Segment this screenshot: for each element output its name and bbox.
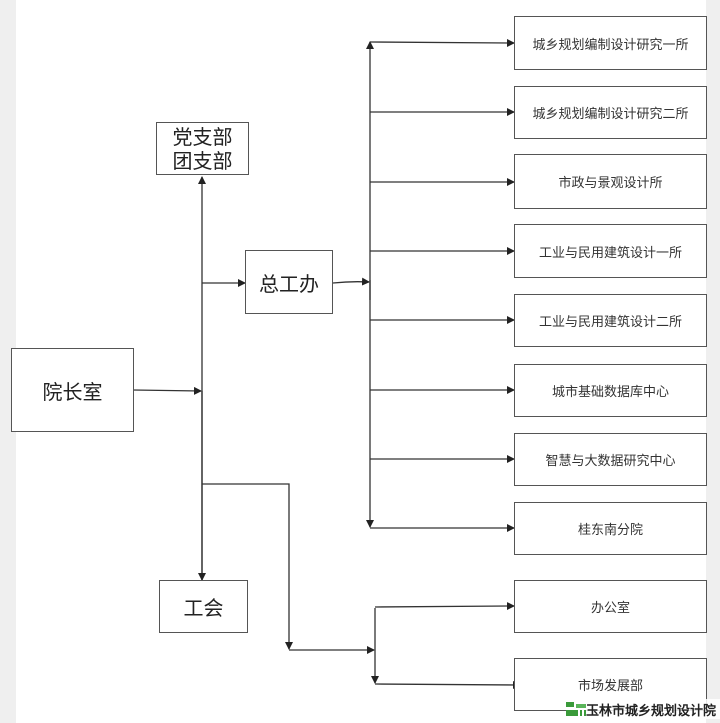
right-margin (706, 0, 720, 723)
node-institute-label: 工业与民用建筑设计二所 (538, 315, 682, 330)
left-margin (0, 0, 16, 723)
node-admin: 办公室 (514, 580, 707, 633)
edge-admin-2 (374, 680, 521, 689)
node-union: 工会 (159, 580, 248, 633)
node-party-label-2: 团支部 (172, 148, 233, 173)
node-institute-label: 城市基础数据库中心 (551, 385, 669, 400)
edge-admin-1 (374, 602, 515, 611)
node-institute: 工业与民用建筑设计二所 (514, 294, 707, 347)
node-institute-label: 智慧与大数据研究中心 (545, 454, 676, 469)
node-institute-label: 市政与景观设计所 (558, 176, 663, 191)
node-admin-label: 办公室 (590, 601, 630, 616)
watermark: 玉林市城乡规划设计院 (566, 699, 720, 719)
edge-trunk-admin (202, 483, 293, 650)
edge-inst-1 (369, 38, 515, 47)
node-institute-label: 城乡规划编制设计研究一所 (532, 37, 689, 53)
node-institute: 桂东南分院 (514, 502, 707, 555)
node-institute: 市政与景观设计所 (514, 154, 707, 209)
node-institute: 城乡规划编制设计研究一所 (514, 16, 707, 70)
node-institute: 智慧与大数据研究中心 (514, 433, 707, 486)
node-party-label-1: 党支部 (172, 124, 233, 149)
node-union-label: 工会 (183, 596, 224, 620)
node-root-label: 院长室 (42, 379, 103, 404)
watermark-text: 玉林市城乡规划设计院 (586, 703, 717, 719)
node-root: 院长室 (11, 348, 134, 432)
node-party: 党支部 团支部 (156, 122, 249, 175)
node-institute: 工业与民用建筑设计一所 (514, 224, 707, 278)
edge-root-trunk (132, 386, 202, 395)
edge-chief-bus (332, 277, 370, 286)
node-institute-label: 城乡规划编制设计研究二所 (532, 107, 689, 122)
node-institute-label: 工业与民用建筑设计一所 (538, 245, 682, 261)
node-institute-label: 桂东南分院 (577, 523, 643, 538)
node-institute: 城市基础数据库中心 (514, 364, 707, 417)
node-admin-label: 市场发展部 (577, 679, 643, 694)
institute-logo-icon (566, 702, 586, 716)
node-chief-engineer: 总工办 (245, 250, 333, 314)
node-institute: 城乡规划编制设计研究二所 (514, 86, 707, 139)
node-chief-engineer-label: 总工办 (259, 271, 319, 296)
